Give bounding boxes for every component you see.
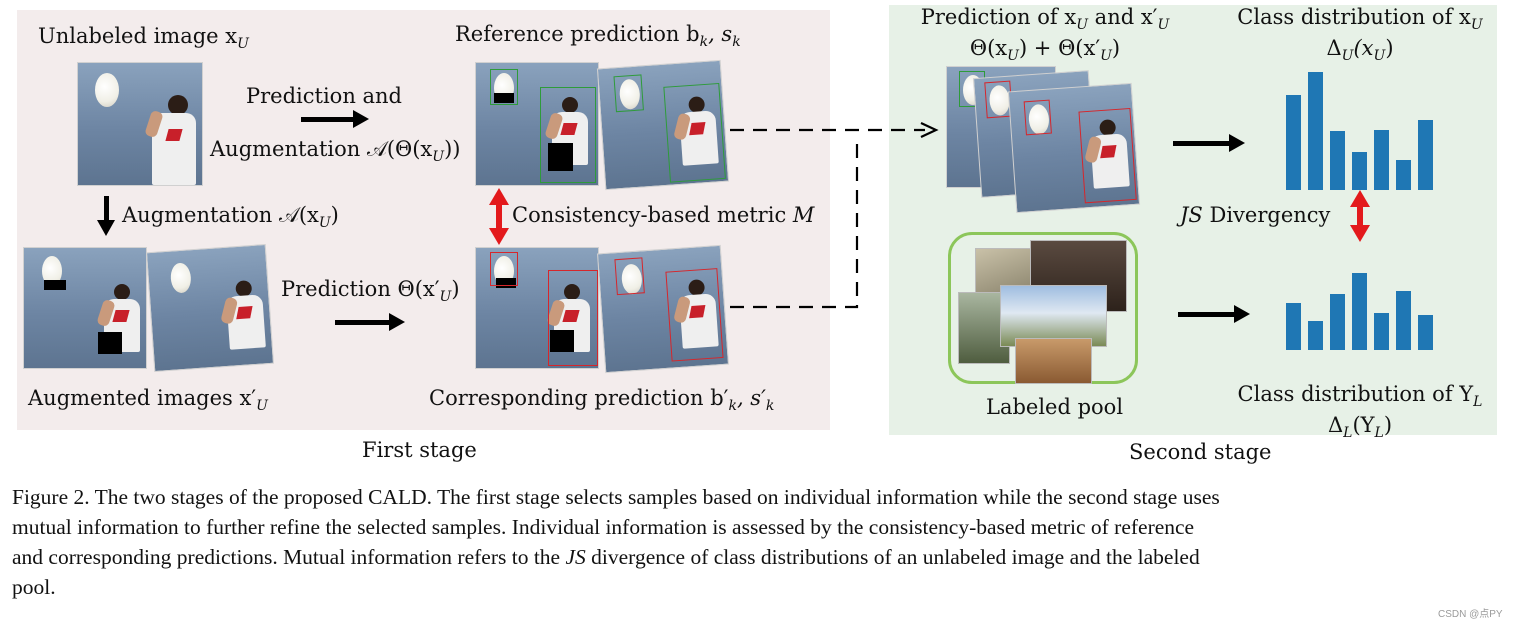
class-dist-u-bar [1374,130,1389,190]
caption-line-4: pool. [12,575,56,599]
consistency-metric-label: Consistency-based metric M [512,203,815,227]
arrow-right-bottom-head [389,313,405,331]
augmented-image-2 [145,243,275,373]
class-dist-l-bar [1308,321,1323,350]
double-arrow-up-head [489,188,509,205]
class-dist-l-bar [1396,291,1411,350]
arrow-right-bottom [335,320,391,325]
js-double-arrow-shaft [1357,205,1363,227]
corresponding-prediction-image-2 [596,244,730,374]
class-dist-l-bar [1330,294,1345,350]
caption-line-2: mutual information to further refine the… [12,515,1195,539]
js-double-arrow-up-head [1350,190,1370,207]
augmentation-down-label: Augmentation 𝒜(xU) [122,203,339,232]
augmented-image-1 [23,247,147,369]
class-dist-l-title: Class distribution of YL ΔL(YL) [1237,382,1483,442]
js-divergency-label: JS Divergency [1180,203,1331,227]
pool-image-4 [1000,285,1107,347]
augmentation-formula-label: Augmentation 𝒜(Θ(xU)) [210,137,461,166]
class-dist-l-bars [1286,240,1436,350]
class-dist-l-bar [1374,313,1389,350]
double-arrow-down-head [489,228,509,245]
arrow-to-dist-l-head [1234,305,1250,323]
unlabeled-image [77,62,203,186]
dashed-connector [730,122,939,309]
arrow-to-dist-u-head [1229,134,1245,152]
arrow-down [104,196,109,222]
watermark: CSDN @点PY [1438,609,1503,620]
class-dist-u-title: Class distribution of xU ΔU(xU) [1237,5,1483,65]
class-dist-u-bar [1418,120,1433,190]
double-arrow-shaft [496,203,502,229]
corresponding-prediction-label: Corresponding prediction b′k, s′k [429,386,775,415]
arrow-right-top [301,117,355,122]
class-dist-l-bar [1418,315,1433,350]
class-dist-u-bar [1308,72,1323,190]
reference-prediction-image-2 [596,59,730,191]
corresponding-prediction-image-1 [475,247,599,369]
augmented-images-label: Augmented images x′U [28,386,268,415]
first-stage-label: First stage [362,438,477,462]
class-dist-u-bars [1286,60,1436,190]
reference-prediction-image-1 [475,62,599,186]
caption-line-3: and corresponding predictions. Mutual in… [12,545,1200,569]
stacked-prediction-image-3 [1007,82,1141,214]
labeled-pool-label: Labeled pool [986,395,1124,419]
arrow-to-dist-l [1178,312,1236,317]
prediction-and-label: Prediction and [246,84,403,108]
class-dist-u-bar [1286,95,1301,190]
prediction-of-xu-title: Prediction of xU and x′U Θ(xU) + Θ(x′U) [920,5,1170,65]
reference-prediction-label: Reference prediction bk, sk [455,22,741,51]
class-dist-l-bar [1286,303,1301,350]
class-dist-u-bar [1396,160,1411,190]
class-dist-u-bar [1352,152,1367,190]
class-dist-l-bar [1352,273,1367,350]
arrow-down-head [97,220,115,236]
second-stage-label: Second stage [1129,440,1272,464]
class-dist-u-bar [1330,131,1345,190]
js-double-arrow-down-head [1350,225,1370,242]
figure-caption: Figure 2. The two stages of the proposed… [12,482,1220,602]
arrow-to-dist-u [1173,141,1231,146]
caption-line-1: Figure 2. The two stages of the proposed… [12,485,1220,509]
arrow-right-top-head [353,110,369,128]
unlabeled-image-label: Unlabeled image xU [38,24,249,53]
prediction-aug-label: Prediction Θ(x′U) [281,277,460,306]
pool-image-5 [1015,338,1092,384]
